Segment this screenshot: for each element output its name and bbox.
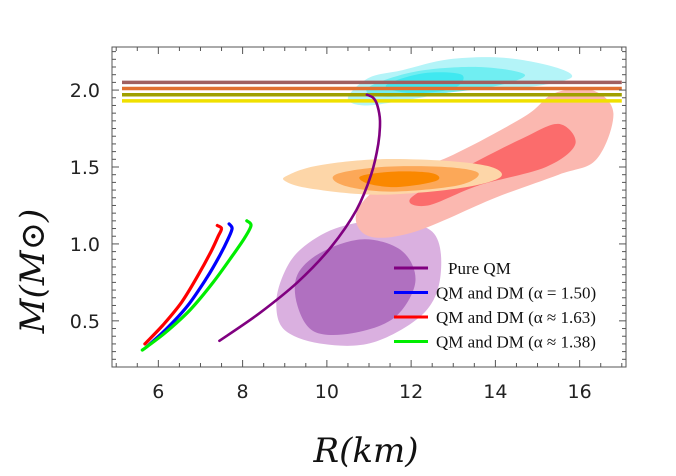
series-line-4 <box>140 219 253 352</box>
series-line-1 <box>218 93 382 343</box>
constraint-region-3 <box>282 159 502 195</box>
x-tick-label: 14 <box>483 381 507 403</box>
x-tick-label: 6 <box>152 381 164 403</box>
series-line-3 <box>143 223 224 346</box>
axis-ticks: 6 8 10 12 14 16 0.5 1.0 1.5 2.0 <box>70 47 626 403</box>
legend: Pure QM QM and DM (α = 1.50) QM and DM (α … <box>394 259 596 352</box>
x-tick-label: 16 <box>568 381 592 403</box>
series-line-2 <box>144 222 234 349</box>
x-tick-label: 10 <box>315 381 339 403</box>
y-axis-label: M(M⊙) <box>13 209 53 335</box>
legend-label: Pure QM <box>448 259 511 278</box>
x-axis-label: R(km) <box>313 431 419 471</box>
y-tick-label: 0.5 <box>70 311 100 333</box>
legend-label: QM and DM (α ≈ 1.63) <box>436 308 596 327</box>
constraint-region-1 <box>276 220 442 346</box>
region-3-inner-contour <box>359 171 440 188</box>
region-1-inner-contour <box>294 239 416 335</box>
x-tick-label: 8 <box>237 381 249 403</box>
y-tick-label: 2.0 <box>70 80 100 102</box>
legend-label: QM and DM (α ≈ 1.38) <box>436 333 596 352</box>
x-tick-label: 12 <box>399 381 423 403</box>
mass-radius-curves <box>140 93 382 352</box>
y-tick-label: 1.0 <box>70 234 100 256</box>
y-tick-label: 1.5 <box>70 157 100 179</box>
legend-label: QM and DM (α = 1.50) <box>436 284 596 303</box>
mass-constraint-bands <box>122 80 622 103</box>
